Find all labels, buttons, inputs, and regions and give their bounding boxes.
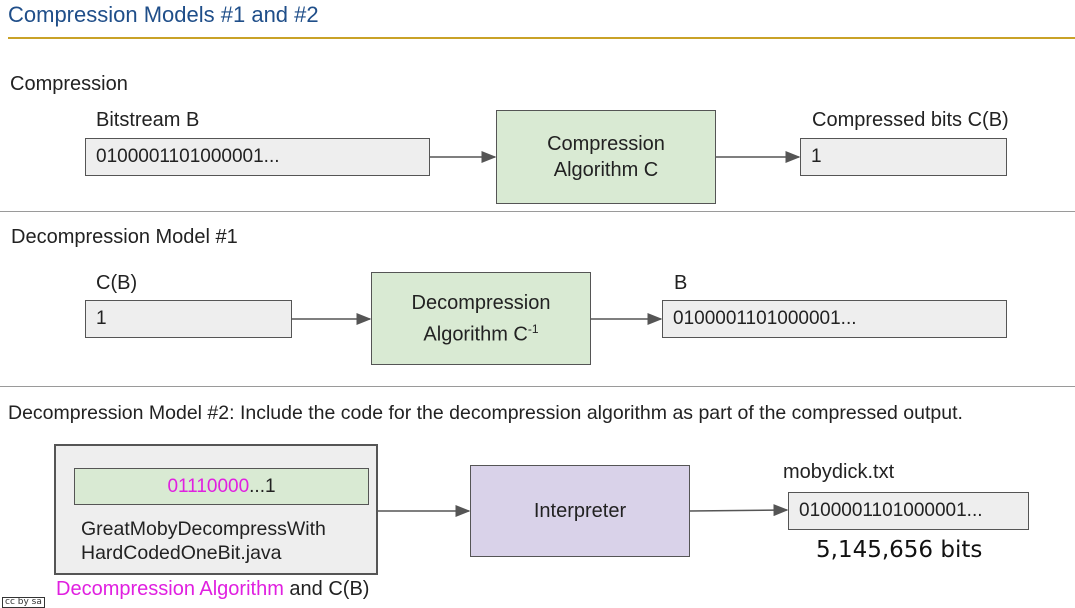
- interpreter-label: Interpreter: [533, 500, 627, 522]
- model1-output-value: 0100001101000001...: [673, 308, 857, 329]
- package-bits-rest: ...1: [249, 475, 276, 497]
- model1-input-label: C(B): [96, 272, 138, 294]
- package-filename-line2: HardCodedOneBit.java: [81, 542, 282, 564]
- compressed-bits-field: 1: [800, 138, 1007, 176]
- inverse-superscript: -1: [527, 321, 539, 336]
- compression-algorithm-box: Compression Algorithm C: [496, 110, 716, 204]
- decompression-algorithm-line2: Algorithm C: [423, 323, 528, 346]
- compression-algorithm-line1: Compression: [547, 133, 665, 155]
- model1-output-label: B: [674, 272, 688, 294]
- section-divider-1: [0, 211, 1075, 212]
- model1-output-field: 0100001101000001...: [662, 300, 1007, 338]
- decompression-algorithm-line1: Decompression: [411, 291, 551, 314]
- model1-input-value: 1: [96, 308, 107, 329]
- model2-output-field: 0100001101000001...: [788, 492, 1029, 530]
- model1-input-field: 1: [85, 300, 292, 338]
- bits-count: 5,145,656 bits: [816, 537, 983, 563]
- bitstream-field: 0100001101000001...: [85, 138, 430, 176]
- title-rule: [8, 37, 1075, 39]
- section-divider-2: [0, 386, 1075, 387]
- license-badge: cc by sa: [2, 597, 45, 608]
- bitstream-value: 0100001101000001...: [96, 146, 280, 167]
- package-bits-field: 01110000...1: [74, 468, 369, 505]
- package-filename: GreatMobyDecompressWith HardCodedOneBit.…: [81, 517, 326, 565]
- model2-output-label: mobydick.txt: [783, 461, 895, 483]
- compression-algorithm-line2: Algorithm C: [553, 159, 659, 181]
- compression-heading: Compression: [10, 73, 128, 95]
- package-caption-rest: and C(B): [283, 578, 370, 600]
- interpreter-box: Interpreter: [470, 465, 690, 557]
- model2-output-value: 0100001101000001...: [799, 500, 983, 521]
- page-title: Compression Models #1 and #2: [8, 2, 319, 27]
- package-bits-magenta: 01110000: [167, 475, 250, 497]
- package-caption: Decompression Algorithm and C(B): [56, 578, 369, 601]
- compressed-package-box: [54, 444, 378, 575]
- compressed-bits-value: 1: [811, 146, 822, 167]
- model2-heading: Decompression Model #2: Include the code…: [8, 402, 963, 424]
- package-filename-line1: GreatMobyDecompressWith: [81, 518, 326, 540]
- arrow-interpreter-to-output: [689, 504, 789, 517]
- package-caption-magenta: Decompression Algorithm: [56, 578, 284, 600]
- bitstream-label: Bitstream B: [96, 109, 200, 131]
- model1-heading: Decompression Model #1: [11, 226, 238, 248]
- decompression-algorithm-box: Decompression Algorithm C-1: [371, 272, 591, 365]
- compressed-bits-label: Compressed bits C(B): [812, 109, 1009, 131]
